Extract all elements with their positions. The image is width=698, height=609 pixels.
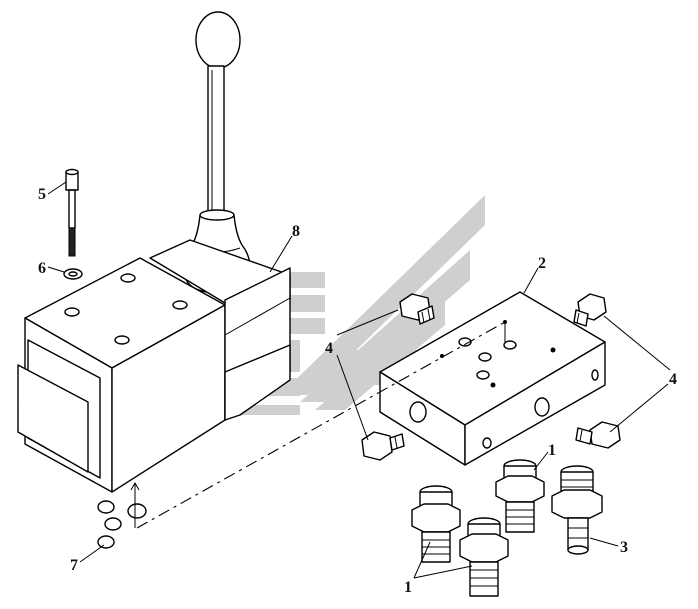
assembly-lines	[130, 321, 506, 529]
plug-upper-left	[399, 293, 435, 325]
callouts: 5 6 7 8 2 4 4 1 1 3	[38, 186, 677, 596]
fitting-upper	[495, 459, 545, 533]
plug-upper-right	[573, 293, 607, 327]
callout-4-left: 4	[325, 340, 333, 357]
callout-1-bottom: 1	[404, 579, 412, 596]
o-rings	[97, 500, 147, 549]
washer	[63, 268, 83, 280]
plug-lower-right	[575, 421, 621, 449]
callout-5: 5	[38, 186, 46, 203]
callout-6: 6	[38, 260, 46, 277]
bolt	[65, 168, 79, 257]
callout-3: 3	[620, 539, 628, 556]
fitting-left	[411, 485, 461, 563]
callout-4-right: 4	[669, 371, 677, 388]
hose-fitting	[551, 465, 603, 555]
callout-7: 7	[70, 557, 78, 574]
fitting-lower	[459, 517, 509, 597]
callout-2: 2	[538, 255, 546, 272]
leader-lines	[47, 181, 671, 579]
plug-lower-left	[361, 431, 405, 461]
valve-body	[17, 239, 291, 493]
callout-1-top: 1	[548, 442, 556, 459]
subplate	[379, 291, 606, 466]
callout-8: 8	[292, 223, 300, 240]
